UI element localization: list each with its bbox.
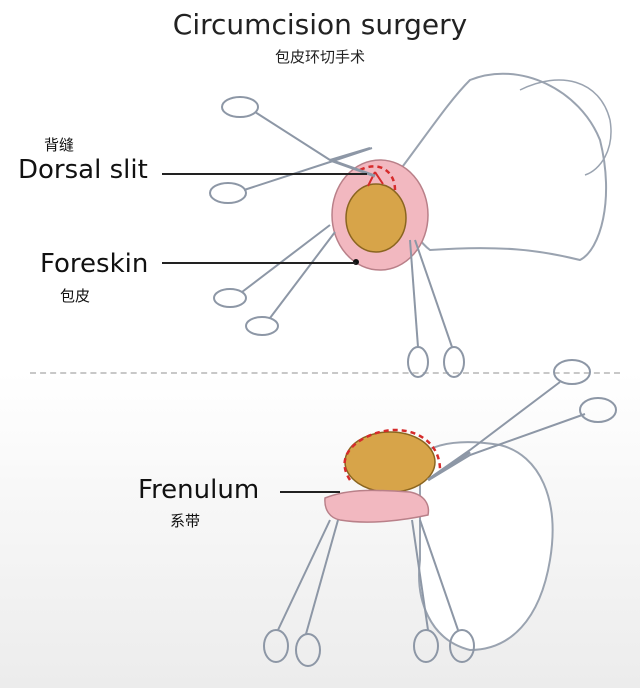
page-subtitle: 包皮环切手术 — [274, 48, 365, 66]
foreskin-leader — [162, 262, 356, 264]
frenulum-label: Frenulum — [138, 475, 260, 505]
glans-top — [345, 183, 407, 253]
foreskin-label-zh: 包皮 — [60, 287, 91, 305]
dorsal-slit-leader — [162, 173, 367, 175]
panel-divider — [30, 372, 620, 374]
dorsal-incision-line — [359, 165, 397, 191]
clamps-bottom — [263, 519, 475, 667]
scrotum-top — [519, 79, 612, 176]
frenulum-leader — [280, 491, 340, 493]
clamps-top — [213, 224, 465, 378]
penis-shaft-bottom — [418, 441, 554, 652]
frenulum-tissue — [324, 489, 430, 523]
page-title: Circumcision surgery — [172, 8, 468, 41]
scissors-top — [209, 96, 376, 204]
dorsal-slit-label-zh: 背缝 — [44, 136, 75, 154]
penis-shaft-top — [398, 72, 608, 262]
glans-bottom-incision — [343, 428, 442, 481]
scissors-bottom — [427, 359, 617, 482]
foreskin-label: Foreskin — [40, 249, 149, 279]
dorsal-slit-label: Dorsal slit — [18, 155, 148, 185]
glans-bottom — [344, 431, 436, 493]
frenulum-label-zh: 系带 — [170, 512, 201, 530]
